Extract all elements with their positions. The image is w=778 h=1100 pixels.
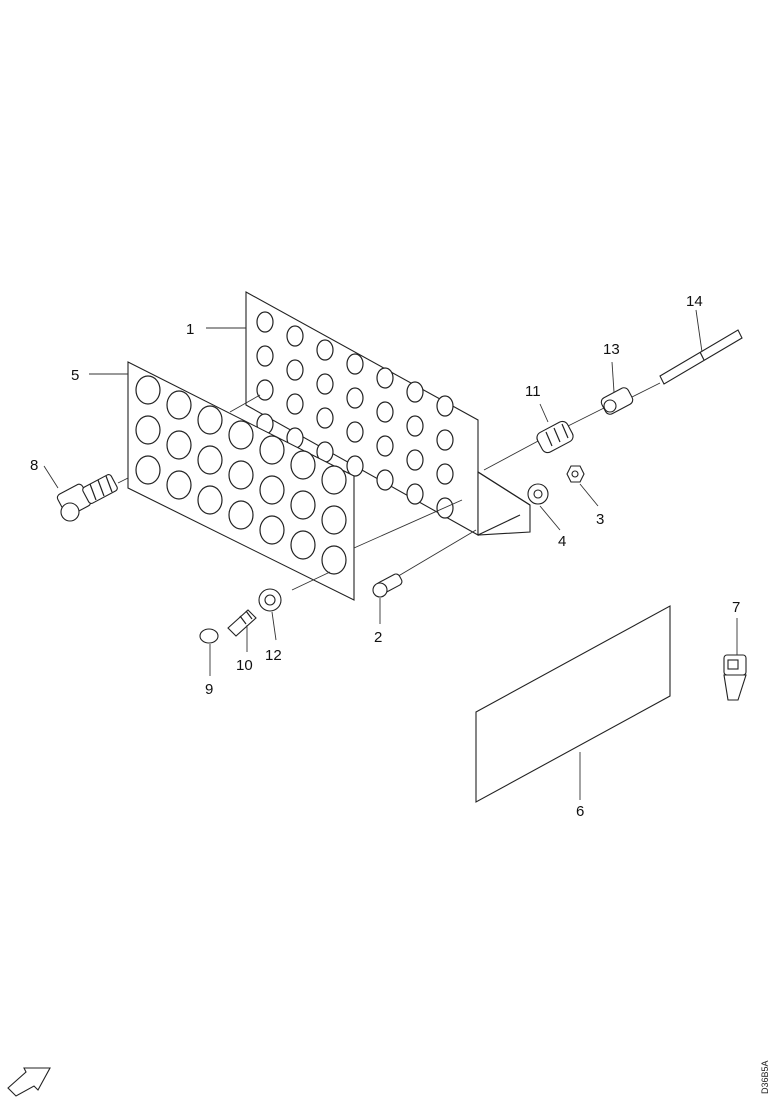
perforation-hole <box>256 379 274 401</box>
perforation-hole <box>376 367 394 389</box>
perforation-hole <box>376 435 394 457</box>
perforation-hole <box>436 463 454 485</box>
callout-4: 4 <box>558 533 566 550</box>
callout-12: 12 <box>265 647 282 664</box>
perforation-hole <box>346 455 364 477</box>
perforation-hole <box>436 429 454 451</box>
injector-part-10 <box>227 609 257 637</box>
perforation-hole <box>228 500 254 530</box>
perforation-hole <box>166 390 192 420</box>
callout-14: 14 <box>686 293 703 310</box>
perforation-hole <box>316 373 334 395</box>
perforation-hole <box>228 460 254 490</box>
pipe-part-14 <box>659 329 743 385</box>
rear-panel-part-1 <box>245 291 531 536</box>
perforation-hole <box>436 395 454 417</box>
perforation-hole <box>135 375 161 405</box>
perforation-hole <box>166 430 192 460</box>
perforation-hole <box>286 359 304 381</box>
callout-labels: 1 2 3 4 5 6 7 8 9 10 11 12 13 14 <box>30 293 740 820</box>
perforation-hole <box>256 345 274 367</box>
fitting-part-11 <box>536 420 574 454</box>
callout-3: 3 <box>596 511 604 528</box>
perforation-hole <box>286 393 304 415</box>
drawing-code: D36B5A <box>760 1060 770 1094</box>
screw-part-2 <box>372 573 403 598</box>
perforation-hole <box>321 465 347 495</box>
assembly-guides <box>117 382 661 591</box>
callout-1: 1 <box>186 321 194 338</box>
front-panel-holes <box>135 375 347 575</box>
perforation-hole <box>316 407 334 429</box>
perforation-hole <box>316 339 334 361</box>
leader-lines <box>43 309 738 800</box>
clip-part-7 <box>723 654 747 701</box>
perforation-hole <box>406 483 424 505</box>
perforation-hole <box>228 420 254 450</box>
perforation-hole <box>259 475 285 505</box>
perforation-hole <box>376 401 394 423</box>
nut-part-3 <box>566 465 585 483</box>
nut-part-12 <box>258 588 282 612</box>
callout-2: 2 <box>374 629 382 646</box>
perforation-hole <box>259 515 285 545</box>
perforation-hole <box>197 405 223 435</box>
callout-13: 13 <box>603 341 620 358</box>
front-panel-part-5 <box>127 361 355 601</box>
callout-8: 8 <box>30 457 38 474</box>
callout-9: 9 <box>205 681 213 698</box>
fitting-part-8 <box>56 474 118 522</box>
perforation-hole <box>346 387 364 409</box>
perforation-hole <box>259 435 285 465</box>
perforation-hole <box>406 415 424 437</box>
callout-11: 11 <box>525 383 541 400</box>
callout-6: 6 <box>576 803 584 820</box>
cap-part-9 <box>199 628 219 644</box>
perforation-hole <box>286 325 304 347</box>
fitting-part-13 <box>600 387 634 415</box>
perforation-hole <box>290 490 316 520</box>
arrow-icon <box>7 1067 51 1097</box>
perforation-hole <box>346 353 364 375</box>
perforation-hole <box>406 449 424 471</box>
perforation-hole <box>406 381 424 403</box>
perforation-hole <box>346 421 364 443</box>
callout-10: 10 <box>236 657 253 674</box>
perforation-hole <box>135 455 161 485</box>
perforation-hole <box>321 545 347 575</box>
perforation-hole <box>197 445 223 475</box>
perforation-hole <box>256 311 274 333</box>
rear-panel-holes <box>256 311 454 519</box>
plate-part-6 <box>475 605 671 803</box>
perforation-hole <box>290 530 316 560</box>
perforation-hole <box>135 415 161 445</box>
perforation-hole <box>290 450 316 480</box>
perforation-hole <box>197 485 223 515</box>
callout-7: 7 <box>732 599 740 616</box>
perforation-hole <box>376 469 394 491</box>
callout-5: 5 <box>71 367 79 384</box>
perforation-hole <box>166 470 192 500</box>
washer-part-4 <box>527 483 549 505</box>
perforation-hole <box>321 505 347 535</box>
